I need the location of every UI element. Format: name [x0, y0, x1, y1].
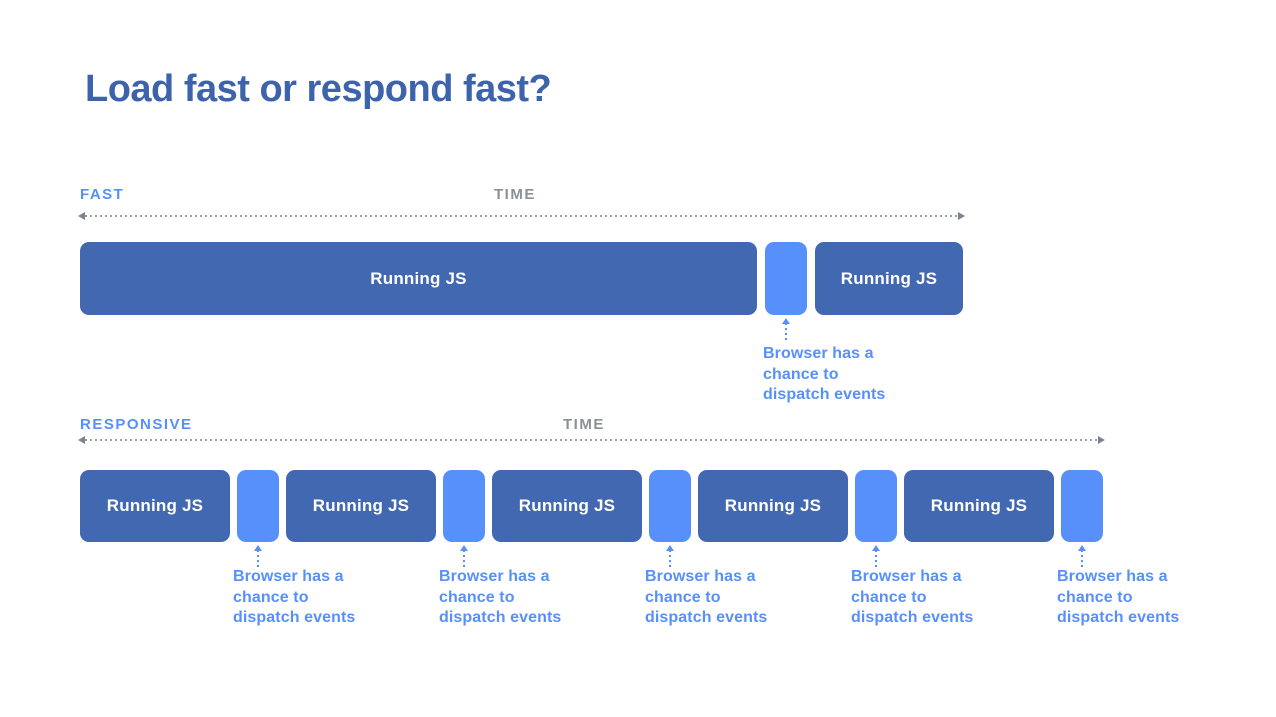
slide-title: Load fast or respond fast? — [85, 68, 552, 110]
annotation-fast: Browser has a chance to dispatch events — [763, 344, 885, 406]
annotation-line: dispatch events — [439, 609, 562, 626]
axis-right-arrow-icon — [1098, 436, 1105, 444]
annotation-responsive: Browser has a chance to dispatch events — [1057, 567, 1179, 629]
fast-timeline-label: FAST — [80, 186, 125, 203]
event-dispatch-gap-block — [237, 470, 279, 542]
running-js-block: Running JS — [286, 470, 436, 542]
annotation-line: chance to — [851, 588, 927, 606]
event-dispatch-gap-block — [649, 470, 691, 542]
up-arrow-icon — [254, 545, 262, 567]
annotation-line: Browser has a — [1057, 568, 1168, 585]
event-dispatch-gap-block — [1061, 470, 1103, 542]
responsive-time-label: TIME — [563, 416, 605, 433]
annotation-responsive: Browser has a chance to dispatch events — [645, 567, 767, 629]
running-js-label: Running JS — [724, 496, 822, 515]
annotation-line: dispatch events — [851, 609, 974, 626]
annotation-responsive: Browser has a chance to dispatch events — [851, 567, 973, 629]
running-js-block: Running JS — [80, 470, 230, 542]
up-arrow-icon — [666, 545, 674, 567]
annotation-line: dispatch events — [233, 609, 356, 626]
running-js-block: Running JS — [492, 470, 642, 542]
annotation-line: Browser has a — [439, 568, 550, 585]
event-dispatch-gap-block — [765, 242, 807, 315]
annotation-responsive: Browser has a chance to dispatch events — [439, 567, 561, 629]
running-js-label: Running JS — [106, 496, 204, 515]
annotation-line: chance to — [439, 588, 515, 606]
annotation-line: chance to — [233, 588, 309, 606]
running-js-label: Running JS — [930, 496, 1028, 515]
running-js-label: Running JS — [840, 268, 938, 288]
annotation-line: chance to — [1057, 588, 1133, 606]
annotation-line: Browser has a — [233, 568, 344, 585]
running-js-label: Running JS — [370, 268, 467, 288]
fast-time-label: TIME — [494, 186, 536, 203]
axis-left-arrow-icon — [78, 212, 85, 220]
annotation-responsive: Browser has a chance to dispatch events — [233, 567, 355, 629]
up-arrow-icon — [782, 318, 790, 342]
running-js-label: Running JS — [518, 496, 616, 515]
responsive-time-axis — [78, 436, 1105, 444]
fast-time-axis — [78, 212, 965, 220]
annotation-line: Browser has a — [851, 568, 962, 585]
annotation-line: Browser has a — [763, 345, 874, 362]
event-dispatch-gap-block — [443, 470, 485, 542]
running-js-block: Running JS — [698, 470, 848, 542]
running-js-block: Running JS — [815, 242, 963, 315]
axis-left-arrow-icon — [78, 436, 85, 444]
up-arrow-icon — [872, 545, 880, 567]
up-arrow-icon — [1078, 545, 1086, 567]
event-dispatch-gap-block — [855, 470, 897, 542]
running-js-block: Running JS — [904, 470, 1054, 542]
responsive-timeline-label: RESPONSIVE — [80, 416, 193, 433]
running-js-label: Running JS — [312, 496, 410, 515]
annotation-line: Browser has a — [645, 568, 756, 585]
annotation-line: chance to — [763, 365, 839, 383]
up-arrow-icon — [460, 545, 468, 567]
annotation-line: chance to — [645, 588, 721, 606]
running-js-block: Running JS — [80, 242, 757, 315]
axis-right-arrow-icon — [958, 212, 965, 220]
annotation-line: dispatch events — [763, 386, 886, 403]
annotation-line: dispatch events — [645, 609, 768, 626]
annotation-line: dispatch events — [1057, 609, 1180, 626]
